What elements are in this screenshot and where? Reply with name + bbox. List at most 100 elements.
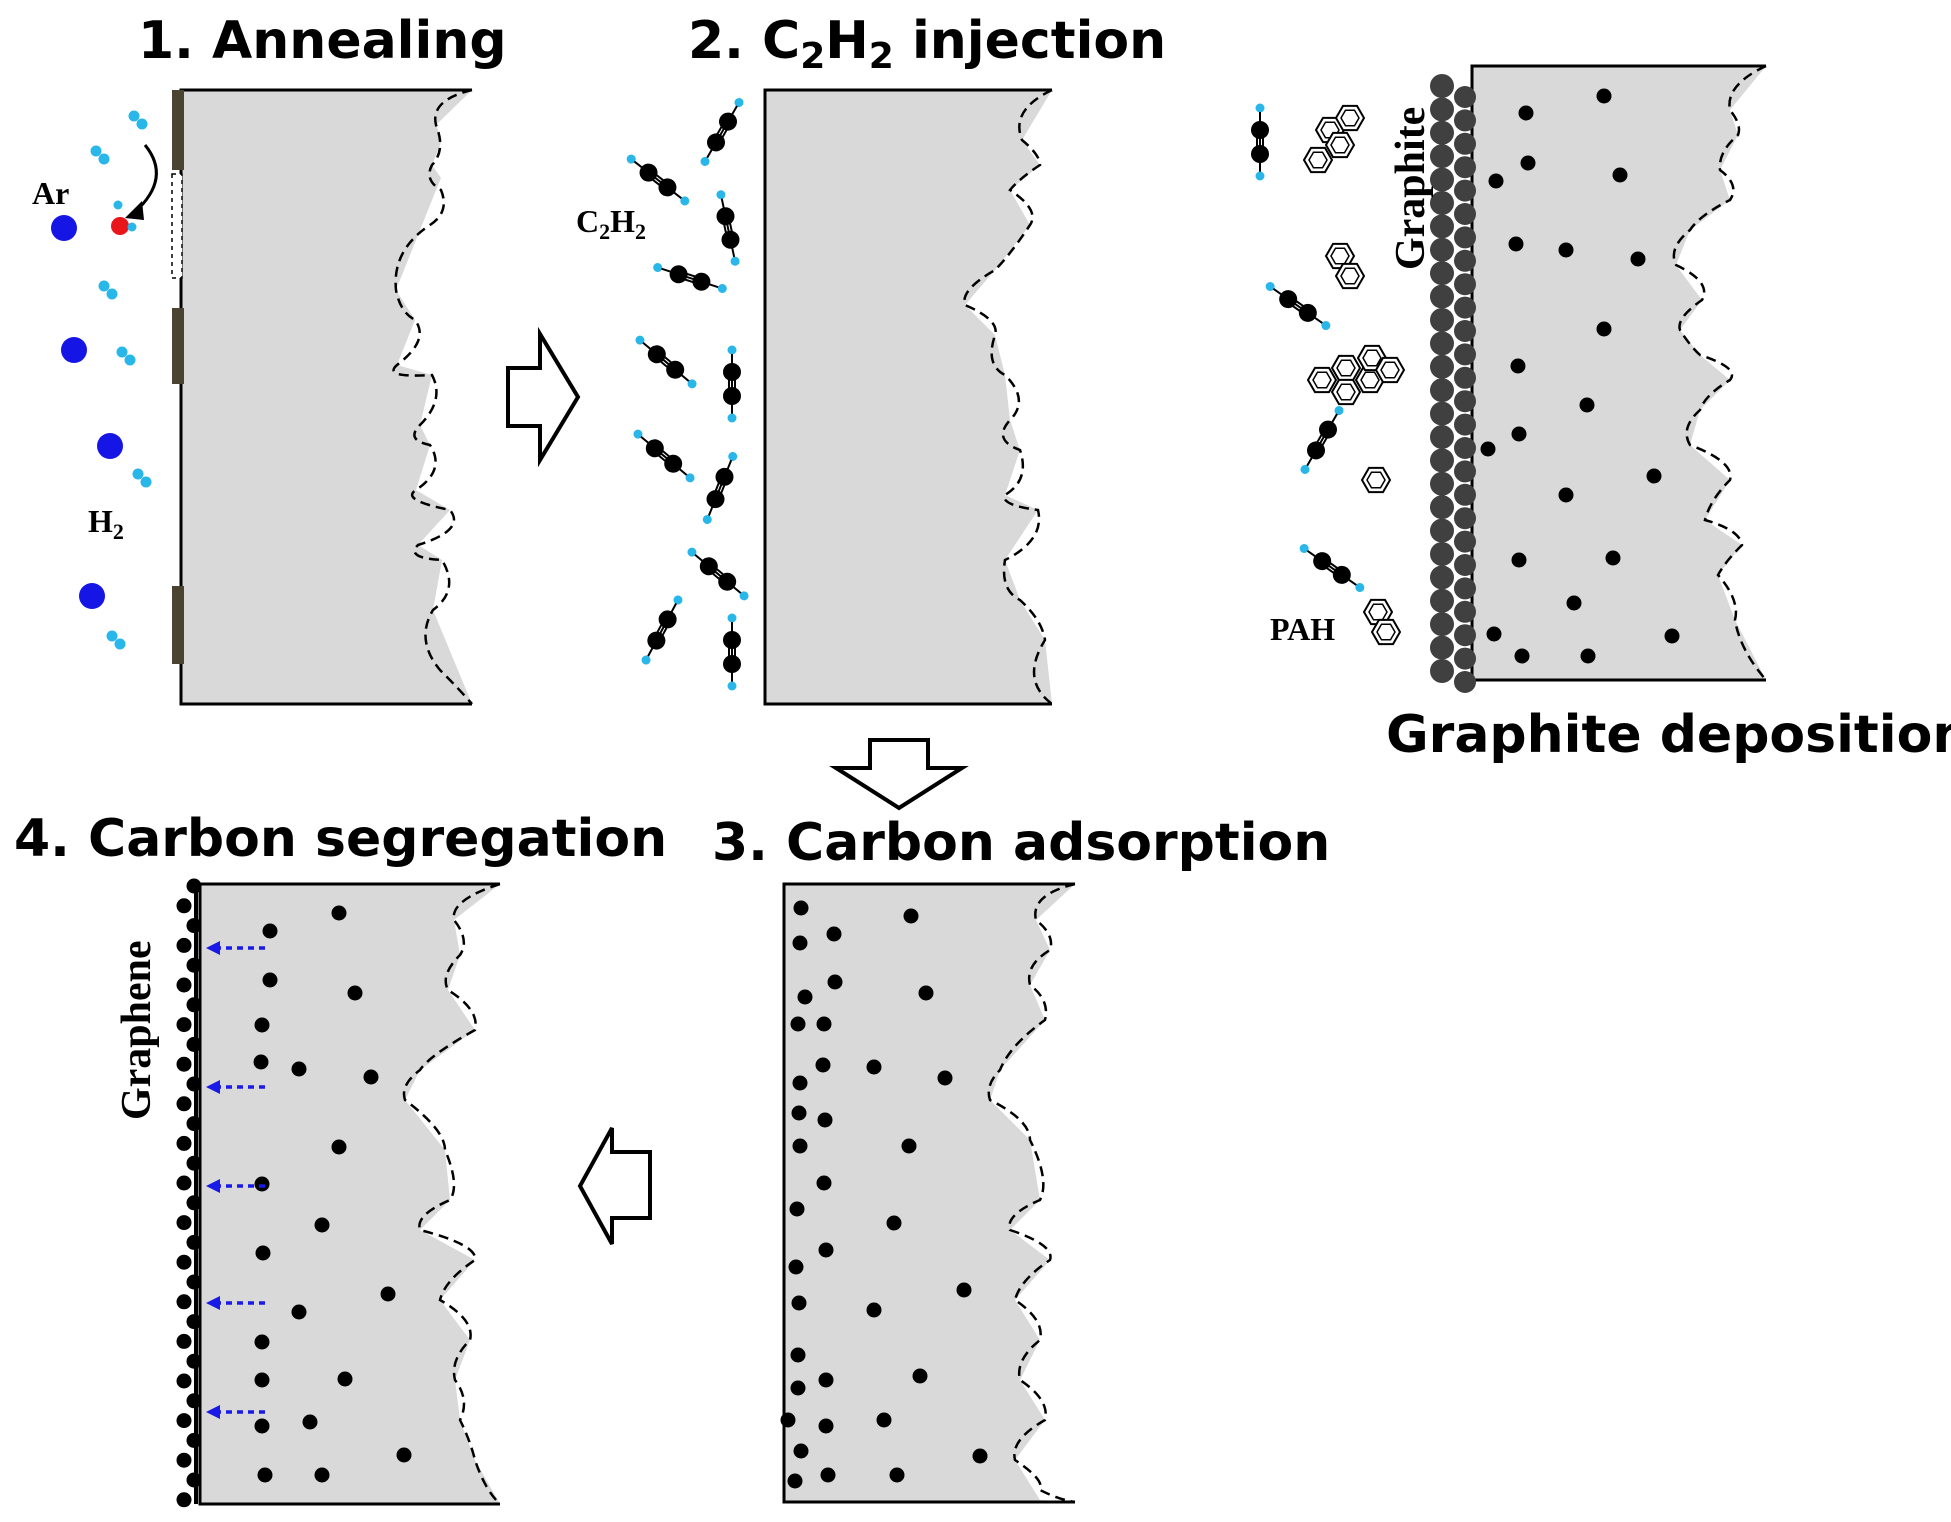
- carbon-atom: [1510, 358, 1526, 374]
- panel-graphite-deposition: Graphite PAH Graphite depo: [1250, 64, 1951, 765]
- graphite-particle: [1430, 261, 1454, 286]
- carbon-atom: [331, 905, 347, 921]
- graphene-layer: [176, 878, 202, 1508]
- graphene-atom: [176, 898, 192, 914]
- substrate-slab: [181, 90, 472, 704]
- acetylene-molecule-icon: [627, 423, 701, 489]
- acetylene-molecule-icon: [1260, 275, 1336, 337]
- graphite-particle: [1430, 448, 1454, 473]
- graphite-particle: [1430, 471, 1454, 496]
- pah-ring-icon: [1361, 466, 1391, 494]
- carbon-atom: [780, 1412, 796, 1428]
- panel-carbon-adsorption: 3. Carbon adsorption: [712, 813, 1330, 1504]
- acetylene-molecule-icon: [693, 93, 751, 171]
- carbon-atom: [254, 1372, 270, 1388]
- graphene-atom: [176, 1254, 192, 1270]
- graphite-particle: [1454, 671, 1476, 693]
- carbon-atom: [788, 1259, 804, 1275]
- hydrogen-molecule-icon: [90, 145, 110, 165]
- carbon-atom: [797, 989, 813, 1005]
- carbon-atom: [1630, 251, 1646, 267]
- curved-arrow-icon: [133, 144, 158, 214]
- carbon-atom: [1514, 648, 1530, 664]
- carbon-atom: [253, 1054, 269, 1070]
- h2-label: H2: [88, 503, 124, 544]
- panel-annealing: 1. Annealing Ar H2: [32, 11, 507, 706]
- oxide-patch: [172, 586, 184, 664]
- left-arrow-icon: [577, 1127, 652, 1245]
- carbon-atom: [1596, 321, 1612, 337]
- graphite-particle: [1454, 577, 1476, 600]
- carbon-atom: [827, 974, 843, 990]
- carbon-atom: [314, 1217, 330, 1233]
- graphene-atom: [176, 977, 192, 993]
- graphene-atom: [176, 1413, 192, 1429]
- carbon-atom: [1596, 88, 1612, 104]
- carbon-atom: [817, 1112, 833, 1128]
- pah-ring-icon: [1331, 378, 1361, 406]
- carbon-atom: [901, 1138, 917, 1154]
- graphite-particle: [1454, 507, 1476, 530]
- graphene-atom: [186, 1155, 202, 1171]
- carbon-atom: [876, 1412, 892, 1428]
- graphite-particle: [1454, 624, 1476, 647]
- acetylene-molecule-icon: [696, 447, 744, 529]
- argon-atom-icon: [97, 433, 123, 459]
- carbon-atom: [1511, 552, 1527, 568]
- carbon-atom: [972, 1448, 988, 1464]
- pah-ring-icon: [1325, 131, 1355, 159]
- argon-atom-icon: [61, 337, 87, 363]
- substrate-wavy-edge: [987, 882, 1076, 1504]
- panel-injection: 2. C2H2 injection C2H2: [576, 11, 1166, 706]
- acetylene-molecule-icon: [634, 590, 690, 670]
- graphite-vertical-label: Graphite: [1388, 107, 1434, 270]
- carbon-atom: [396, 1447, 412, 1463]
- carbon-atom: [790, 1380, 806, 1396]
- carbon-atom: [302, 1414, 318, 1430]
- graphite-particle: [1454, 320, 1476, 342]
- graphite-particle: [1430, 518, 1454, 543]
- pah-molecule: [1363, 598, 1401, 646]
- acetylene-molecule-icon: [710, 187, 746, 269]
- carbon-atom: [1579, 397, 1595, 413]
- graphene-atom: [176, 1452, 192, 1468]
- carbon-atom: [792, 935, 808, 951]
- ar-label: Ar: [32, 175, 69, 211]
- carbon-atom: [347, 985, 363, 1001]
- acetylene-molecule-icon: [1294, 537, 1370, 599]
- carbon-atom: [818, 1372, 834, 1388]
- graphite-particle: [1430, 565, 1454, 590]
- graphite-particle: [1430, 354, 1454, 379]
- substrate-wavy-edge: [963, 88, 1053, 705]
- carbon-atom: [791, 1295, 807, 1311]
- carbon-atom: [363, 1069, 379, 1085]
- right-arrow-icon: [506, 326, 581, 468]
- graphene-atom: [186, 1353, 202, 1369]
- pah-ring-icon: [1375, 356, 1405, 384]
- graphite-particle: [1454, 483, 1476, 506]
- carbon-atom: [1664, 628, 1680, 644]
- graphite-particle: [1430, 659, 1454, 683]
- carbon-atom: [787, 1473, 803, 1489]
- graphene-atom: [176, 1294, 192, 1310]
- graphite-particle: [1430, 74, 1454, 98]
- carbon-atom: [1558, 242, 1574, 258]
- graphite-particle: [1430, 144, 1454, 169]
- graphite-particle: [1430, 425, 1454, 449]
- graphene-atom: [176, 1492, 192, 1508]
- carbon-atom: [262, 923, 278, 939]
- hydrogen-molecule-icon: [98, 280, 118, 300]
- graphite-particle: [1454, 600, 1476, 623]
- acetylene-molecule-icon: [722, 612, 742, 692]
- carbon-atom: [254, 1017, 270, 1033]
- acetylene-molecule-icon: [681, 541, 755, 607]
- graphite-particle: [1454, 156, 1476, 179]
- graphite-particle: [1454, 132, 1476, 155]
- carbon-atom: [257, 1467, 273, 1483]
- substrate-slab: [1472, 66, 1766, 680]
- carbon-atom: [815, 1057, 831, 1073]
- carbon-atom: [291, 1304, 307, 1320]
- graphene-vertical-label: Graphene: [114, 940, 160, 1120]
- carbon-atom: [254, 1418, 270, 1434]
- substrate-wavy-edge: [1672, 64, 1767, 681]
